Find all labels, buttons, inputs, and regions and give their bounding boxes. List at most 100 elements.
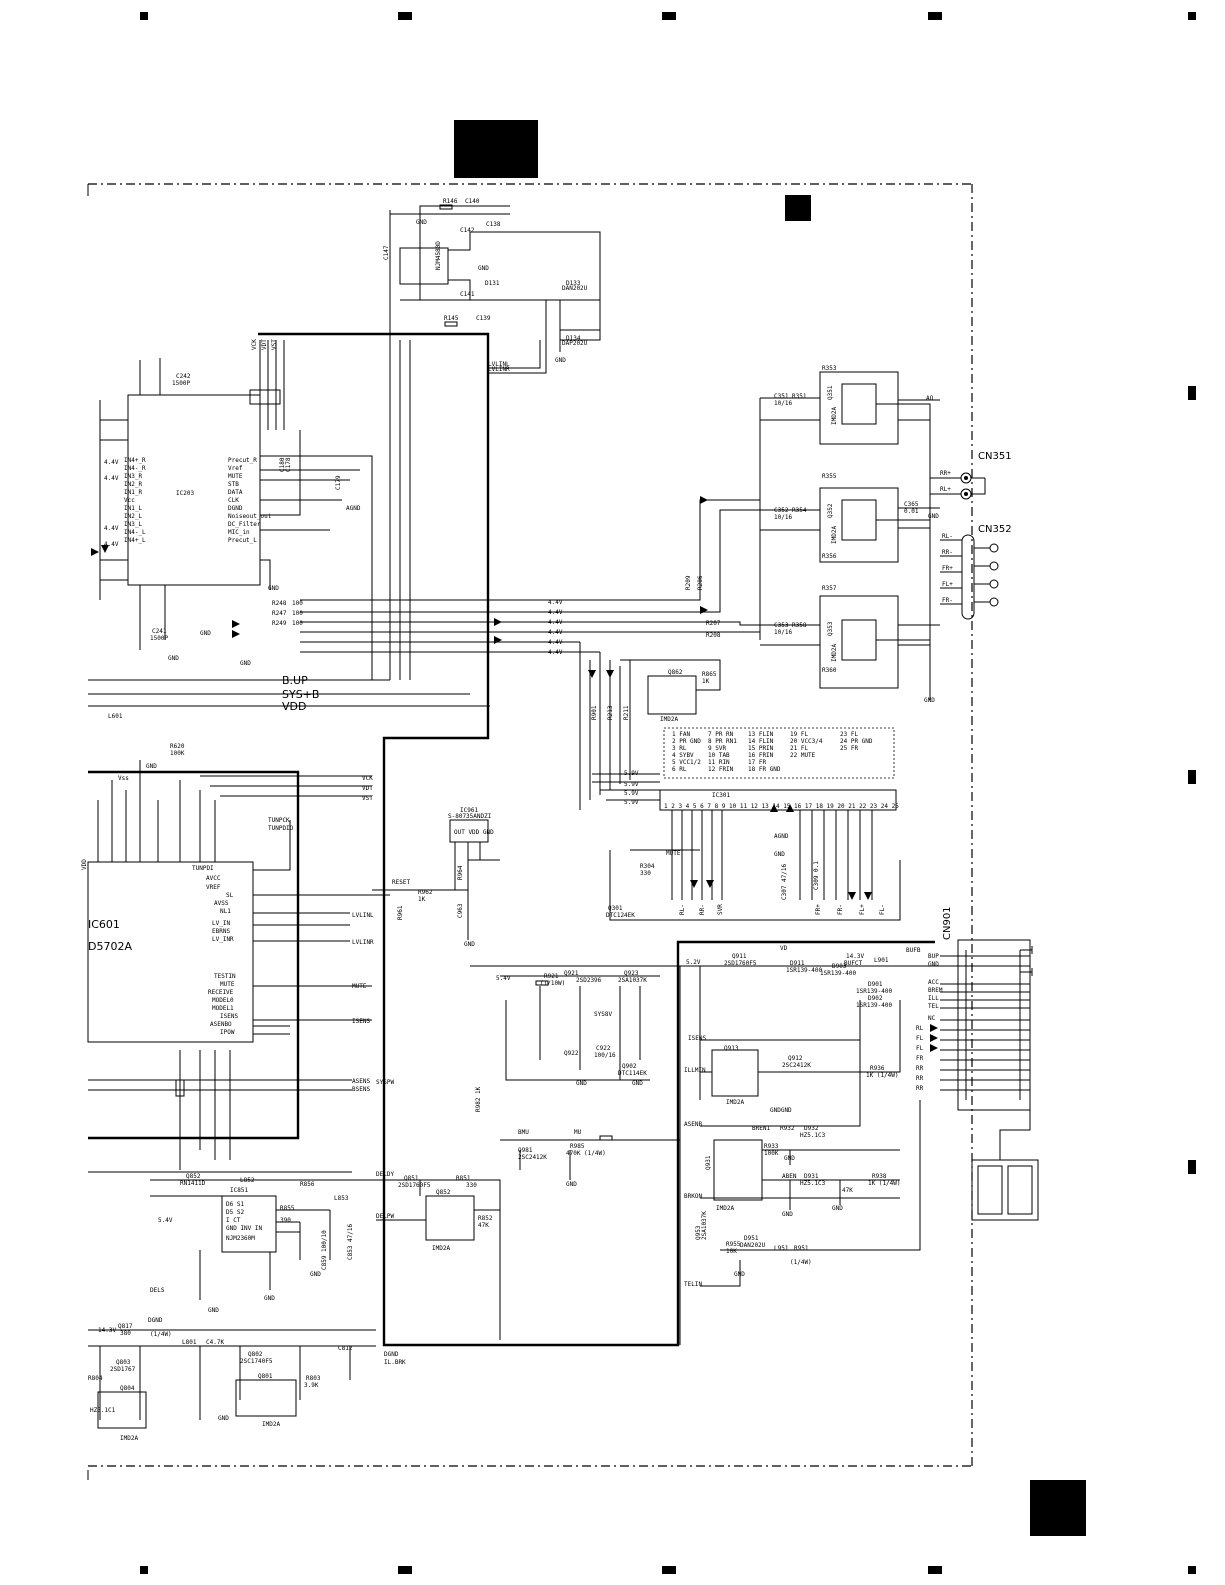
- svg-text:R207: R207: [706, 620, 721, 627]
- svg-text:D134: D134: [566, 335, 581, 342]
- svg-text:R804: R804: [88, 1375, 103, 1382]
- svg-text:MODEL1: MODEL1: [212, 1005, 234, 1012]
- svg-text:LVLINR: LVLINR: [352, 939, 374, 946]
- svg-text:AVCC: AVCC: [206, 875, 221, 882]
- svg-text:R247: R247: [272, 610, 287, 617]
- svg-text:VD: VD: [780, 945, 788, 952]
- cn352-label: CN352: [978, 524, 1012, 535]
- ic203-pin-r-9: MIC_in: [228, 529, 250, 536]
- svg-text:D5 S2: D5 S2: [226, 1209, 244, 1216]
- svg-text:IC851: IC851: [230, 1187, 248, 1194]
- svg-text:GND: GND: [416, 219, 427, 226]
- svg-text:4.4V: 4.4V: [104, 541, 119, 548]
- svg-text:1K (1/4W): 1K (1/4W): [866, 1072, 899, 1079]
- svg-text:10/16: 10/16: [774, 400, 792, 407]
- svg-text:IL.BRK: IL.BRK: [384, 1359, 406, 1366]
- rail-sysb: SYS+B: [282, 688, 319, 701]
- svg-text:C353: C353: [774, 622, 789, 629]
- svg-text:C141: C141: [460, 291, 475, 298]
- ic203-pin-l-5: Vcc: [124, 497, 135, 504]
- ic203-label: IC203: [176, 490, 194, 497]
- svg-text:2SC2412K: 2SC2412K: [782, 1062, 811, 1069]
- svg-text:IMD2A: IMD2A: [660, 716, 678, 723]
- svg-text:D133: D133: [566, 280, 581, 287]
- svg-text:4.4V: 4.4V: [548, 619, 563, 626]
- svg-text:14 FLIN: 14 FLIN: [748, 738, 774, 745]
- svg-text:2SD1760F5: 2SD1760F5: [724, 960, 757, 967]
- svg-text:GND: GND: [928, 961, 939, 968]
- svg-text:21 FL: 21 FL: [790, 745, 808, 752]
- svg-text:5.9V: 5.9V: [624, 770, 639, 777]
- svg-text:25 FR: 25 FR: [840, 745, 858, 752]
- svg-text:FL+: FL+: [859, 904, 866, 915]
- svg-text:7 PR RN: 7 PR RN: [708, 731, 734, 738]
- svg-text:D951: D951: [744, 1235, 759, 1242]
- svg-text:0.01: 0.01: [904, 508, 919, 515]
- svg-text:16 FRIN: 16 FRIN: [748, 752, 774, 759]
- svg-text:HZ5.1C1: HZ5.1C1: [90, 1407, 116, 1414]
- svg-text:ISENS: ISENS: [688, 1035, 706, 1042]
- svg-text:RL-: RL-: [679, 904, 686, 915]
- svg-text:NJM2360M: NJM2360M: [226, 1235, 255, 1242]
- ic203-pin-l-8: IN3_L: [124, 521, 142, 528]
- svg-text:MUTE: MUTE: [352, 983, 367, 990]
- section-marker-block: [785, 195, 811, 221]
- ic203-pin-l-2: IN3_R: [124, 473, 142, 480]
- svg-text:20 VCC3/4: 20 VCC3/4: [790, 738, 823, 745]
- svg-text:FL: FL: [916, 1035, 924, 1042]
- svg-text:RL: RL: [916, 1025, 924, 1032]
- svg-text:FR-: FR-: [837, 904, 844, 915]
- svg-text:5 VCC1/2: 5 VCC1/2: [672, 759, 701, 766]
- svg-text:R852: R852: [478, 1215, 493, 1222]
- svg-text:R938: R938: [872, 1173, 887, 1180]
- svg-text:47K: 47K: [842, 1187, 853, 1194]
- svg-text:OUT VDD GND: OUT VDD GND: [454, 829, 494, 836]
- svg-text:RR: RR: [916, 1085, 924, 1092]
- svg-text:TELIN: TELIN: [684, 1281, 702, 1288]
- svg-text:GND: GND: [200, 630, 211, 637]
- svg-text:ISENS: ISENS: [220, 1013, 238, 1020]
- svg-text:R962: R962: [418, 889, 433, 896]
- svg-text:LV_INR: LV_INR: [212, 936, 234, 943]
- svg-text:C365: C365: [904, 501, 919, 508]
- svg-text:IMD2A: IMD2A: [716, 1205, 734, 1212]
- svg-text:VDT: VDT: [362, 785, 373, 792]
- ic961-body: [449, 819, 489, 843]
- svg-text:C139: C139: [476, 315, 491, 322]
- svg-text:RR+: RR+: [940, 470, 951, 477]
- svg-text:4.4V: 4.4V: [548, 609, 563, 616]
- svg-text:IC961: IC961: [460, 807, 478, 814]
- svg-text:TUNPDI: TUNPDI: [192, 865, 214, 872]
- svg-text:RL+: RL+: [940, 486, 951, 493]
- svg-text:C812: C812: [338, 1345, 353, 1352]
- svg-text:SL: SL: [226, 892, 234, 899]
- svg-text:4 SYBV: 4 SYBV: [672, 752, 694, 759]
- svg-text:ASENBO: ASENBO: [210, 1021, 232, 1028]
- shield-outlines: [88, 332, 935, 1347]
- board-boundary: [87, 183, 973, 1480]
- svg-text:1500P: 1500P: [172, 380, 190, 387]
- svg-text:R982 1K: R982 1K: [475, 1086, 482, 1112]
- ic203-pin-r-0: Precut_R: [228, 457, 257, 464]
- svg-text:D131: D131: [485, 280, 500, 287]
- svg-text:D903: D903: [832, 963, 847, 970]
- svg-text:(1/10W): (1/10W): [540, 980, 565, 987]
- svg-text:HZ5.1C3: HZ5.1C3: [800, 1180, 826, 1187]
- svg-text:R901: R901: [591, 705, 598, 720]
- svg-text:10/16: 10/16: [774, 514, 792, 521]
- svg-text:GND: GND: [264, 1295, 275, 1302]
- svg-text:DTC124EK: DTC124EK: [606, 912, 635, 919]
- svg-text:MUTE: MUTE: [666, 850, 681, 857]
- cn352-connector: CN352 RL- RR- FR+ FL+ FR-: [940, 524, 1012, 620]
- svg-text:Q913: Q913: [724, 1045, 739, 1052]
- svg-text:R211: R211: [623, 705, 630, 720]
- svg-text:100K: 100K: [170, 750, 185, 757]
- svg-text:DAN202U: DAN202U: [740, 1242, 766, 1249]
- svg-text:R803: R803: [306, 1375, 321, 1382]
- svg-text:DELDY: DELDY: [376, 1171, 394, 1178]
- svg-text:IMD2A: IMD2A: [120, 1435, 138, 1442]
- svg-text:VST: VST: [271, 339, 278, 350]
- svg-text:17 FR: 17 FR: [748, 759, 766, 766]
- svg-text:R932: R932: [780, 1125, 795, 1132]
- svg-text:GND: GND: [924, 697, 935, 704]
